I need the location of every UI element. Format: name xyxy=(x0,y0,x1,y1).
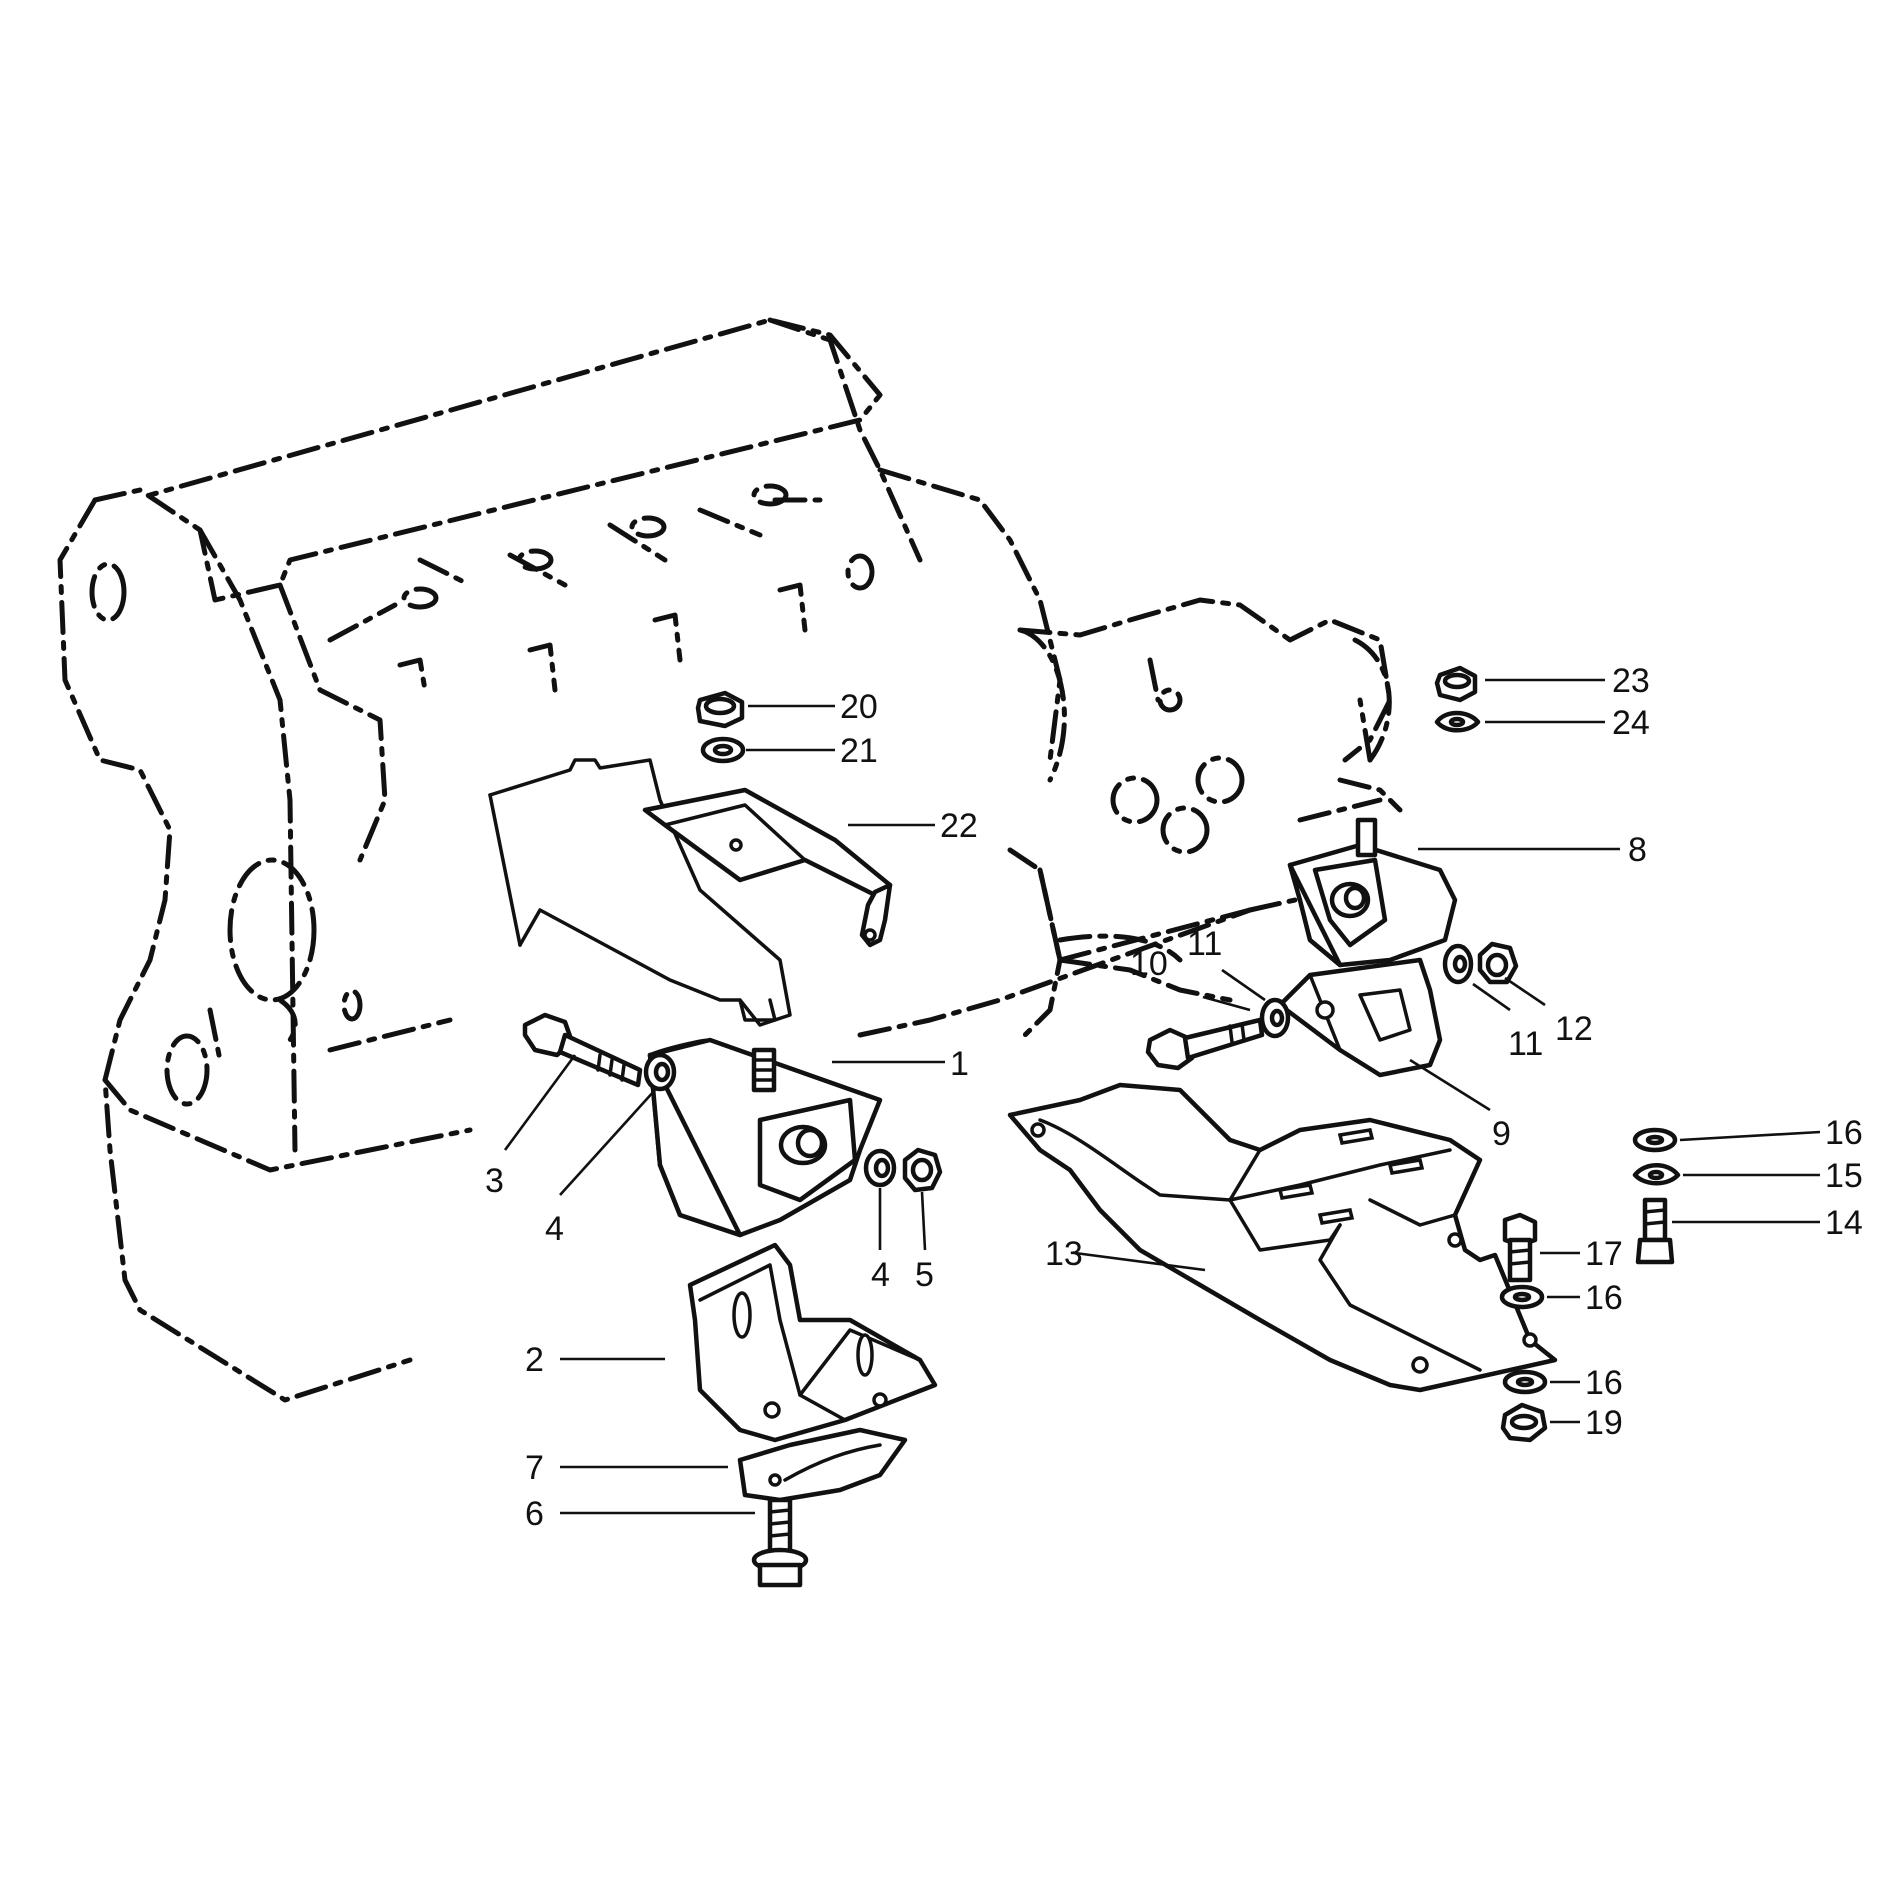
part-19-nut xyxy=(1500,1402,1548,1443)
part-11-washer-right xyxy=(1442,943,1474,985)
callout-1: 1 xyxy=(950,1045,969,1083)
gearbox-outline xyxy=(857,467,1403,1043)
part-11-washer-left xyxy=(1259,997,1291,1039)
callout-11-bottom: 11 xyxy=(1508,1025,1543,1063)
part-10-bolt xyxy=(1145,1017,1265,1071)
part-17-bolt xyxy=(1502,1212,1538,1283)
callout-19: 19 xyxy=(1585,1404,1623,1442)
callout-4-left: 4 xyxy=(545,1210,564,1248)
part-13-crossmember xyxy=(1007,1082,1558,1393)
callout-16-top: 16 xyxy=(1825,1114,1863,1152)
part-4-washer xyxy=(643,1052,677,1092)
callout-7: 7 xyxy=(525,1449,544,1487)
callout-9: 9 xyxy=(1492,1115,1511,1153)
callout-11-top: 11 xyxy=(1187,925,1222,963)
part-8-rear-mount xyxy=(1287,817,1458,968)
callout-8: 8 xyxy=(1628,831,1647,869)
part-7-plate xyxy=(737,1427,908,1503)
callout-6: 6 xyxy=(525,1495,544,1533)
callout-24: 24 xyxy=(1612,704,1650,742)
callout-15: 15 xyxy=(1825,1157,1863,1195)
part-9-bracket xyxy=(1277,957,1443,1078)
callout-2: 2 xyxy=(525,1341,544,1379)
callout-4-right: 4 xyxy=(871,1256,890,1294)
part-6-flange-bolt xyxy=(751,1497,809,1588)
callout-14: 14 xyxy=(1825,1204,1863,1242)
part-15-spring-washer xyxy=(1632,1163,1681,1186)
callout-23: 23 xyxy=(1612,662,1650,700)
part-14-stud xyxy=(1635,1197,1675,1265)
callout-20: 20 xyxy=(840,688,878,726)
leader-lines xyxy=(503,678,1821,1515)
callout-12: 12 xyxy=(1555,1010,1593,1048)
heat-shield-outline xyxy=(488,758,792,1027)
callout-13: 13 xyxy=(1045,1235,1083,1273)
part-24-spring-washer xyxy=(1434,710,1481,733)
callout-17: 17 xyxy=(1585,1235,1623,1273)
engine-block-outline xyxy=(57,317,923,1403)
part-16-washer-mid xyxy=(1499,1284,1545,1310)
part-16-washer-top xyxy=(1632,1127,1678,1153)
callout-10: 10 xyxy=(1130,945,1168,983)
callout-labels: 20 21 22 1 3 4 4 5 2 7 6 23 24 8 10 11 1… xyxy=(485,662,1863,1533)
callout-5: 5 xyxy=(915,1256,934,1294)
part-16-washer-low xyxy=(1502,1369,1548,1395)
part-4-washer-right xyxy=(863,1148,897,1188)
part-1-engine-mount xyxy=(647,1037,883,1238)
part-21-washer xyxy=(700,736,746,764)
callout-16-mid: 16 xyxy=(1585,1279,1623,1317)
part-23-nut xyxy=(1434,665,1478,703)
part-3-bolt xyxy=(522,1012,643,1088)
part-20-hex-nut xyxy=(695,690,745,729)
callout-3: 3 xyxy=(485,1162,504,1200)
part-2-bracket xyxy=(687,1242,938,1443)
part-5-nut xyxy=(902,1147,943,1193)
part-12-nut xyxy=(1477,941,1519,985)
part-22-bracket xyxy=(642,787,893,948)
callout-16-low: 16 xyxy=(1585,1364,1623,1402)
callout-21: 21 xyxy=(840,732,878,770)
callout-22: 22 xyxy=(940,807,978,845)
